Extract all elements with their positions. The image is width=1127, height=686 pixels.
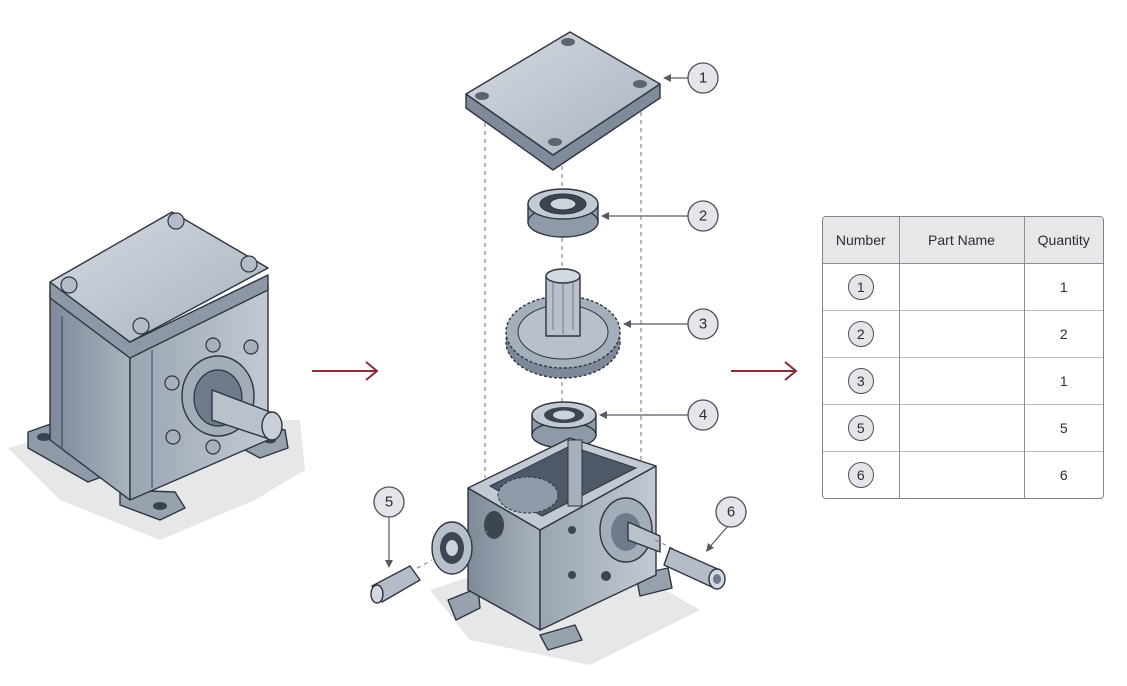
callout-3: 3 xyxy=(623,308,719,340)
callout-2: 2 xyxy=(601,200,719,232)
flow-arrow-left xyxy=(312,361,379,381)
assembled-top-cover xyxy=(49,211,269,343)
assembled-foot-hole xyxy=(37,433,51,441)
row-part-name xyxy=(898,451,1024,498)
row-quantity: 1 xyxy=(1023,263,1103,311)
callout-5: 5 xyxy=(373,486,405,568)
callout-2-label: 2 xyxy=(699,208,707,225)
header-quantity: Quantity xyxy=(1023,217,1103,264)
part-pin-right xyxy=(654,539,726,590)
row-quantity: 2 xyxy=(1023,310,1103,358)
callout-4: 4 xyxy=(599,399,719,431)
part-spur-gear xyxy=(505,268,621,379)
assembled-foot-hole xyxy=(153,502,167,510)
callout-3-label: 3 xyxy=(699,316,707,333)
row-number-badge: 1 xyxy=(847,274,874,300)
header-part-name: Part Name xyxy=(898,217,1024,264)
header-number: Number xyxy=(823,217,899,264)
part-housing-open xyxy=(447,437,673,651)
row-number-badge: 5 xyxy=(847,415,874,441)
row-part-name xyxy=(898,310,1024,358)
row-number-badge: 3 xyxy=(847,368,874,394)
callout-1-label: 1 xyxy=(699,70,707,87)
row-number-badge: 2 xyxy=(847,321,874,347)
table-row: 6 6 xyxy=(823,451,1103,498)
callout-4-label: 4 xyxy=(699,407,707,424)
callout-6-label: 6 xyxy=(727,504,735,521)
part-bearing-upper xyxy=(527,188,599,238)
row-part-name xyxy=(898,263,1024,311)
assembled-flange-bolts xyxy=(164,337,259,455)
row-part-name xyxy=(898,404,1024,452)
assembled-gearbox xyxy=(8,211,305,540)
row-quantity: 5 xyxy=(1023,404,1103,452)
table-row: 5 5 xyxy=(823,404,1103,452)
callout-6: 6 xyxy=(706,496,747,552)
row-quantity: 1 xyxy=(1023,357,1103,405)
table-header-row: Number Part Name Quantity xyxy=(823,217,1103,264)
row-part-name xyxy=(898,357,1024,405)
row-quantity: 6 xyxy=(1023,451,1103,498)
part-side-bearing xyxy=(431,521,473,575)
flow-arrow-right xyxy=(731,361,798,381)
table-row: 3 1 xyxy=(823,357,1103,405)
table-row: 1 1 xyxy=(823,263,1103,311)
callout-1: 1 xyxy=(663,62,719,94)
row-number-badge: 6 xyxy=(847,462,874,488)
exploded-gearbox xyxy=(370,31,726,665)
table-row: 2 2 xyxy=(823,310,1103,358)
parts-table: Number Part Name Quantity 1 1 2 2 3 1 xyxy=(822,216,1104,499)
assembled-cover-bolts xyxy=(60,212,258,335)
part-pin-left xyxy=(370,565,421,604)
callout-5-label: 5 xyxy=(385,494,393,511)
part-bearing-lower xyxy=(531,401,597,449)
part-cover-plate xyxy=(465,31,661,171)
